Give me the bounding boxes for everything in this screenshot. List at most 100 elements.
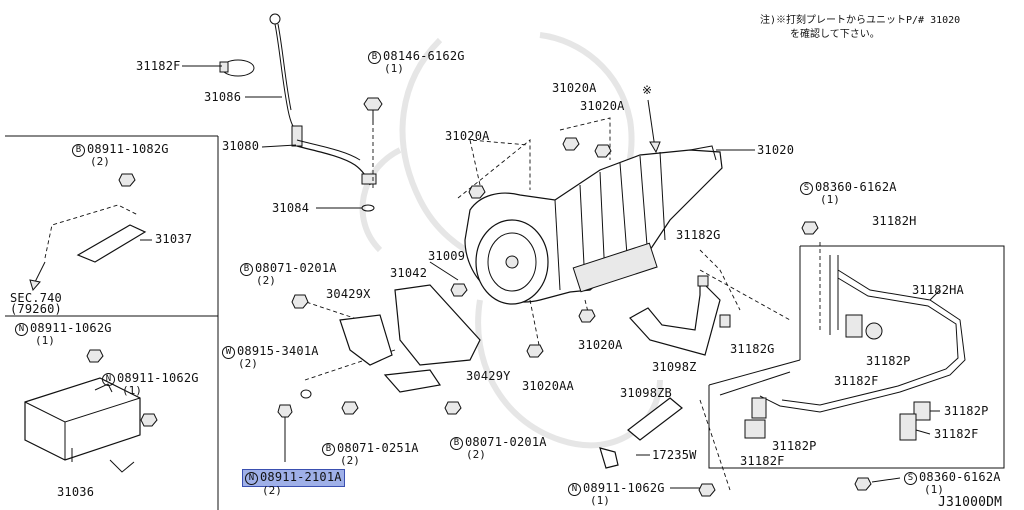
b-symbol: B bbox=[322, 443, 335, 456]
s-symbol: S bbox=[904, 472, 917, 485]
s-symbol: S bbox=[800, 182, 813, 195]
label-31009[interactable]: 31009 bbox=[428, 249, 466, 263]
part-number: 08146-6162G bbox=[383, 49, 465, 63]
pipe-tail bbox=[719, 371, 791, 396]
label-30429X[interactable]: 30429X bbox=[326, 287, 371, 301]
label-31182F-1[interactable]: 31182F bbox=[834, 374, 879, 388]
label-31182G-2[interactable]: 31182G bbox=[730, 342, 775, 356]
label-31086[interactable]: 31086 bbox=[204, 90, 242, 104]
label-31182P-1[interactable]: 31182P bbox=[866, 354, 911, 368]
label-31182F-top[interactable]: 31182F bbox=[136, 59, 181, 73]
label-31084[interactable]: 31084 bbox=[272, 201, 310, 215]
label-31020A-2[interactable]: 31020A bbox=[580, 99, 625, 113]
label-31182F-3[interactable]: 31182F bbox=[934, 427, 979, 441]
part-number: 08360-6162A bbox=[919, 470, 1001, 484]
bracket-30429X bbox=[339, 314, 393, 366]
dipstick-part bbox=[269, 13, 297, 131]
bracket-31037 bbox=[76, 224, 147, 263]
diagram-code: J31000DM bbox=[938, 495, 1003, 510]
label-31182F-2[interactable]: 31182F bbox=[740, 454, 785, 468]
qty-08071-0201A-l: (2) bbox=[256, 274, 276, 287]
label-30429Y[interactable]: 30429Y bbox=[466, 369, 511, 383]
dash-9 bbox=[299, 299, 361, 321]
unit-check-note-line2: を確認して下さい。 bbox=[790, 29, 880, 40]
label-31020AA[interactable]: 31020AA bbox=[522, 379, 574, 393]
clamp-31182F-3 bbox=[899, 413, 917, 441]
dash-1 bbox=[457, 139, 531, 199]
dash-6 bbox=[699, 249, 741, 311]
label-17235W[interactable]: 17235W bbox=[652, 448, 697, 462]
bolt-31009 bbox=[450, 283, 468, 297]
label-31042[interactable]: 31042 bbox=[390, 266, 428, 280]
bolt-08071-l bbox=[291, 294, 309, 309]
part-number: 08360-6162A bbox=[815, 180, 897, 194]
sec-ref-line1[interactable]: SEC.740 bbox=[10, 291, 62, 305]
b-symbol: B bbox=[368, 51, 381, 64]
bolt-08071-0201A-r bbox=[444, 401, 462, 415]
unit-check-note-line1: 注)※打刻プレートからユニットP/# 31020 bbox=[760, 15, 961, 26]
leader-31182F-3 bbox=[915, 429, 931, 435]
label-31036[interactable]: 31036 bbox=[57, 485, 95, 499]
n-symbol: N bbox=[245, 472, 258, 485]
dash-bracket bbox=[44, 204, 139, 259]
hose-31098Z bbox=[629, 278, 721, 356]
sec-ref-line2: (79260) bbox=[10, 302, 62, 316]
label-31182G-1[interactable]: 31182G bbox=[676, 228, 721, 242]
filler-tube-part bbox=[291, 125, 377, 186]
bolt-31020A-1 bbox=[562, 137, 580, 151]
label-31020A-1[interactable]: 31020A bbox=[552, 81, 597, 95]
qty-08071-0201A-r: (2) bbox=[466, 448, 486, 461]
label-31182P-2[interactable]: 31182P bbox=[772, 439, 817, 453]
label-31080[interactable]: 31080 bbox=[222, 139, 260, 153]
label-31098Z[interactable]: 31098Z bbox=[652, 360, 697, 374]
bolt-08360-b bbox=[854, 477, 872, 491]
arrow-sec740-head bbox=[29, 279, 41, 292]
label-31020[interactable]: 31020 bbox=[757, 143, 795, 157]
label-31020A-3[interactable]: 31020A bbox=[445, 129, 490, 143]
bolt-31020A-2 bbox=[594, 144, 612, 158]
asterisk-mark: ※ bbox=[642, 83, 653, 97]
label-31182H[interactable]: 31182H bbox=[872, 214, 917, 228]
pipe-31182HA-inner bbox=[781, 277, 959, 406]
part-number: 08911-1082G bbox=[87, 142, 169, 156]
part-number: 08915-3401A bbox=[237, 344, 319, 358]
label-31182P-3[interactable]: 31182P bbox=[944, 404, 989, 418]
union-17235W bbox=[599, 447, 619, 469]
label-31182HA[interactable]: 31182HA bbox=[912, 283, 964, 297]
part-number: 08911-1062G bbox=[117, 371, 199, 385]
label-31037[interactable]: 31037 bbox=[155, 232, 193, 246]
grommet-31182P-1 bbox=[865, 322, 883, 340]
label-31020A-4[interactable]: 31020A bbox=[578, 338, 623, 352]
qty-08915: (2) bbox=[238, 357, 258, 370]
grommet-31182P-2 bbox=[751, 397, 767, 419]
qty-08146: (1) bbox=[384, 62, 404, 75]
clamp-31182F-2 bbox=[744, 419, 766, 439]
qty-08911-2101A: (2) bbox=[262, 484, 282, 497]
arrow-asterisk bbox=[647, 99, 656, 149]
dash-2 bbox=[559, 117, 611, 160]
arrow-head bbox=[649, 141, 661, 154]
qty-08911-1062G-b: (1) bbox=[122, 384, 142, 397]
qty-08911-1062G-c: (1) bbox=[590, 494, 610, 507]
qty-08911-1082G: (2) bbox=[90, 155, 110, 168]
qty-08360-a: (1) bbox=[820, 193, 840, 206]
qty-08071-0251A: (2) bbox=[340, 454, 360, 467]
bolt-08071-0251A bbox=[341, 401, 359, 415]
part-number: 08071-0251A bbox=[337, 441, 419, 455]
label-31098ZB[interactable]: 31098ZB bbox=[620, 386, 672, 400]
part-number: 08071-0201A bbox=[465, 435, 547, 449]
washer-08915 bbox=[300, 389, 312, 399]
